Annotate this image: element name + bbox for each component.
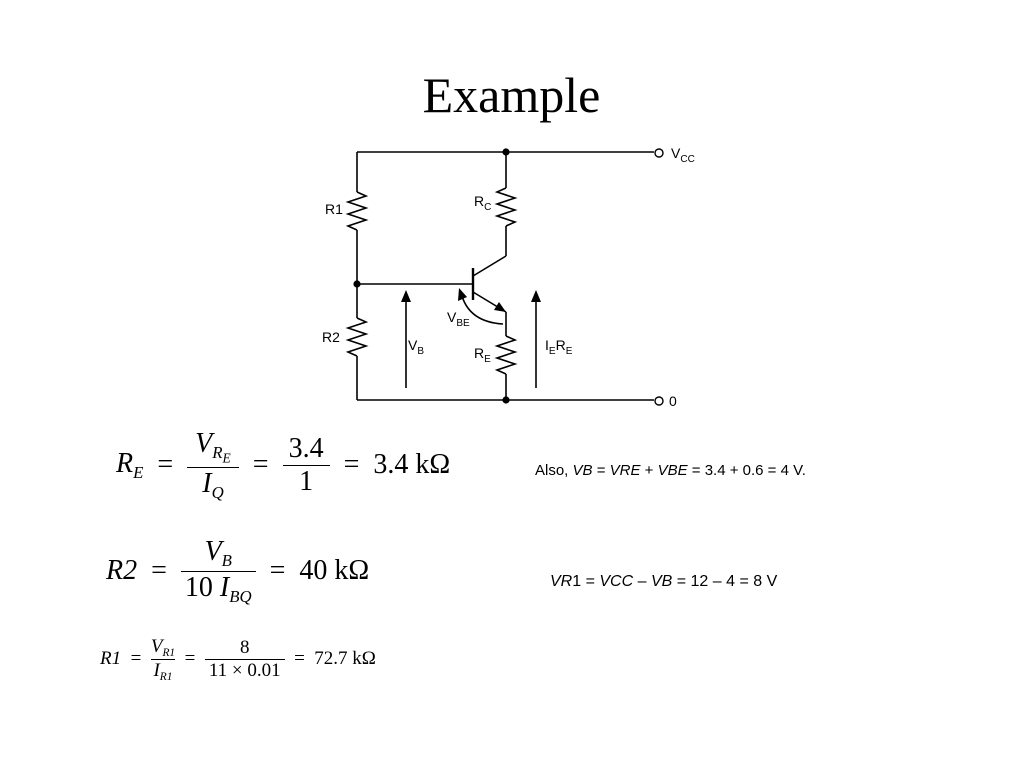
- re-equation: RE = VRE IQ = 3.4 1 = 3.4 kΩ: [116, 428, 451, 502]
- iere-arrowhead: [531, 290, 541, 302]
- slide-title: Example: [422, 67, 601, 123]
- vbe-curved-arrow: [461, 295, 504, 325]
- iere-label: IERE: [545, 337, 573, 357]
- vbe-arrowhead: [458, 288, 467, 301]
- r1-fraction-1: VR1 IR1: [150, 636, 176, 683]
- rc-label: RC: [474, 193, 491, 213]
- junction-top-dot: [502, 148, 510, 156]
- r1-result: 72.7 kΩ: [314, 648, 376, 670]
- emitter-arrowhead: [494, 302, 506, 312]
- vbe-label: VBE: [447, 309, 470, 329]
- vcc-terminal: [654, 148, 664, 158]
- vb-arrowhead: [401, 290, 411, 302]
- r1-fraction-2: 8 11 × 0.01: [204, 637, 285, 682]
- vb-note: Also, VB = VRE + VBE = 3.4 + 0.6 = 4 V.: [535, 462, 806, 479]
- ground-label: 0: [669, 393, 677, 409]
- r1-label: R1: [325, 201, 343, 217]
- vcc-label: VCC: [671, 145, 695, 165]
- re-lhs: RE: [116, 447, 144, 482]
- re-fraction-2: 3.4 1: [282, 433, 330, 498]
- r2-result: 40 kΩ: [299, 555, 370, 587]
- r2-resistor: [345, 317, 369, 357]
- vb-label: VB: [408, 337, 424, 357]
- junction-base-dot: [353, 280, 361, 288]
- re-fraction-1: VRE IQ: [187, 428, 239, 502]
- r1-lhs: R1: [100, 648, 122, 670]
- r2-equation: R2 = VB 10 IBQ = 40 kΩ: [106, 536, 370, 607]
- r2-label: R2: [322, 329, 340, 345]
- rc-resistor: [494, 187, 518, 227]
- r1-equation: R1 = VR1 IR1 = 8 11 × 0.01 = 72.7 kΩ: [100, 636, 376, 683]
- ground-terminal: [654, 396, 664, 406]
- r2-fraction: VB 10 IBQ: [180, 536, 256, 607]
- collector-lead: [472, 255, 507, 277]
- r2-lhs: R2: [106, 555, 138, 587]
- junction-bottom-dot: [502, 396, 510, 404]
- re-resistor: [494, 335, 518, 375]
- r1-resistor: [345, 191, 369, 231]
- re-label: RE: [474, 345, 491, 365]
- vr1-note: VR1 = VCC – VB = 12 – 4 = 8 V: [550, 573, 778, 590]
- re-result: 3.4 kΩ: [373, 449, 451, 481]
